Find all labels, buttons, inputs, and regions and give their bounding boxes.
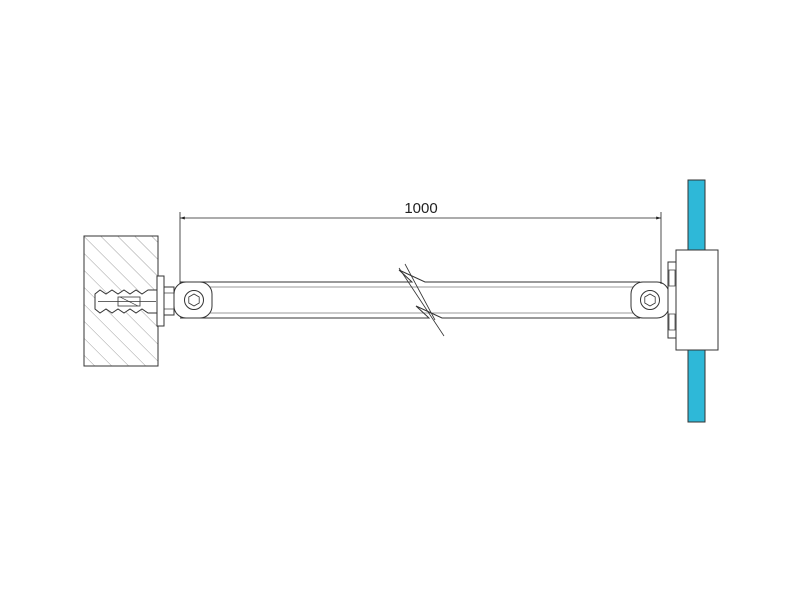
right-joint xyxy=(630,281,670,319)
wall-flange xyxy=(156,275,175,327)
wall-anchor-dowel xyxy=(94,289,159,314)
left-joint xyxy=(173,281,213,319)
stabilizer-rod xyxy=(180,263,640,337)
glass-clamp xyxy=(667,249,719,351)
dimension-line xyxy=(179,212,662,284)
dimension-label: 1000 xyxy=(404,200,437,217)
